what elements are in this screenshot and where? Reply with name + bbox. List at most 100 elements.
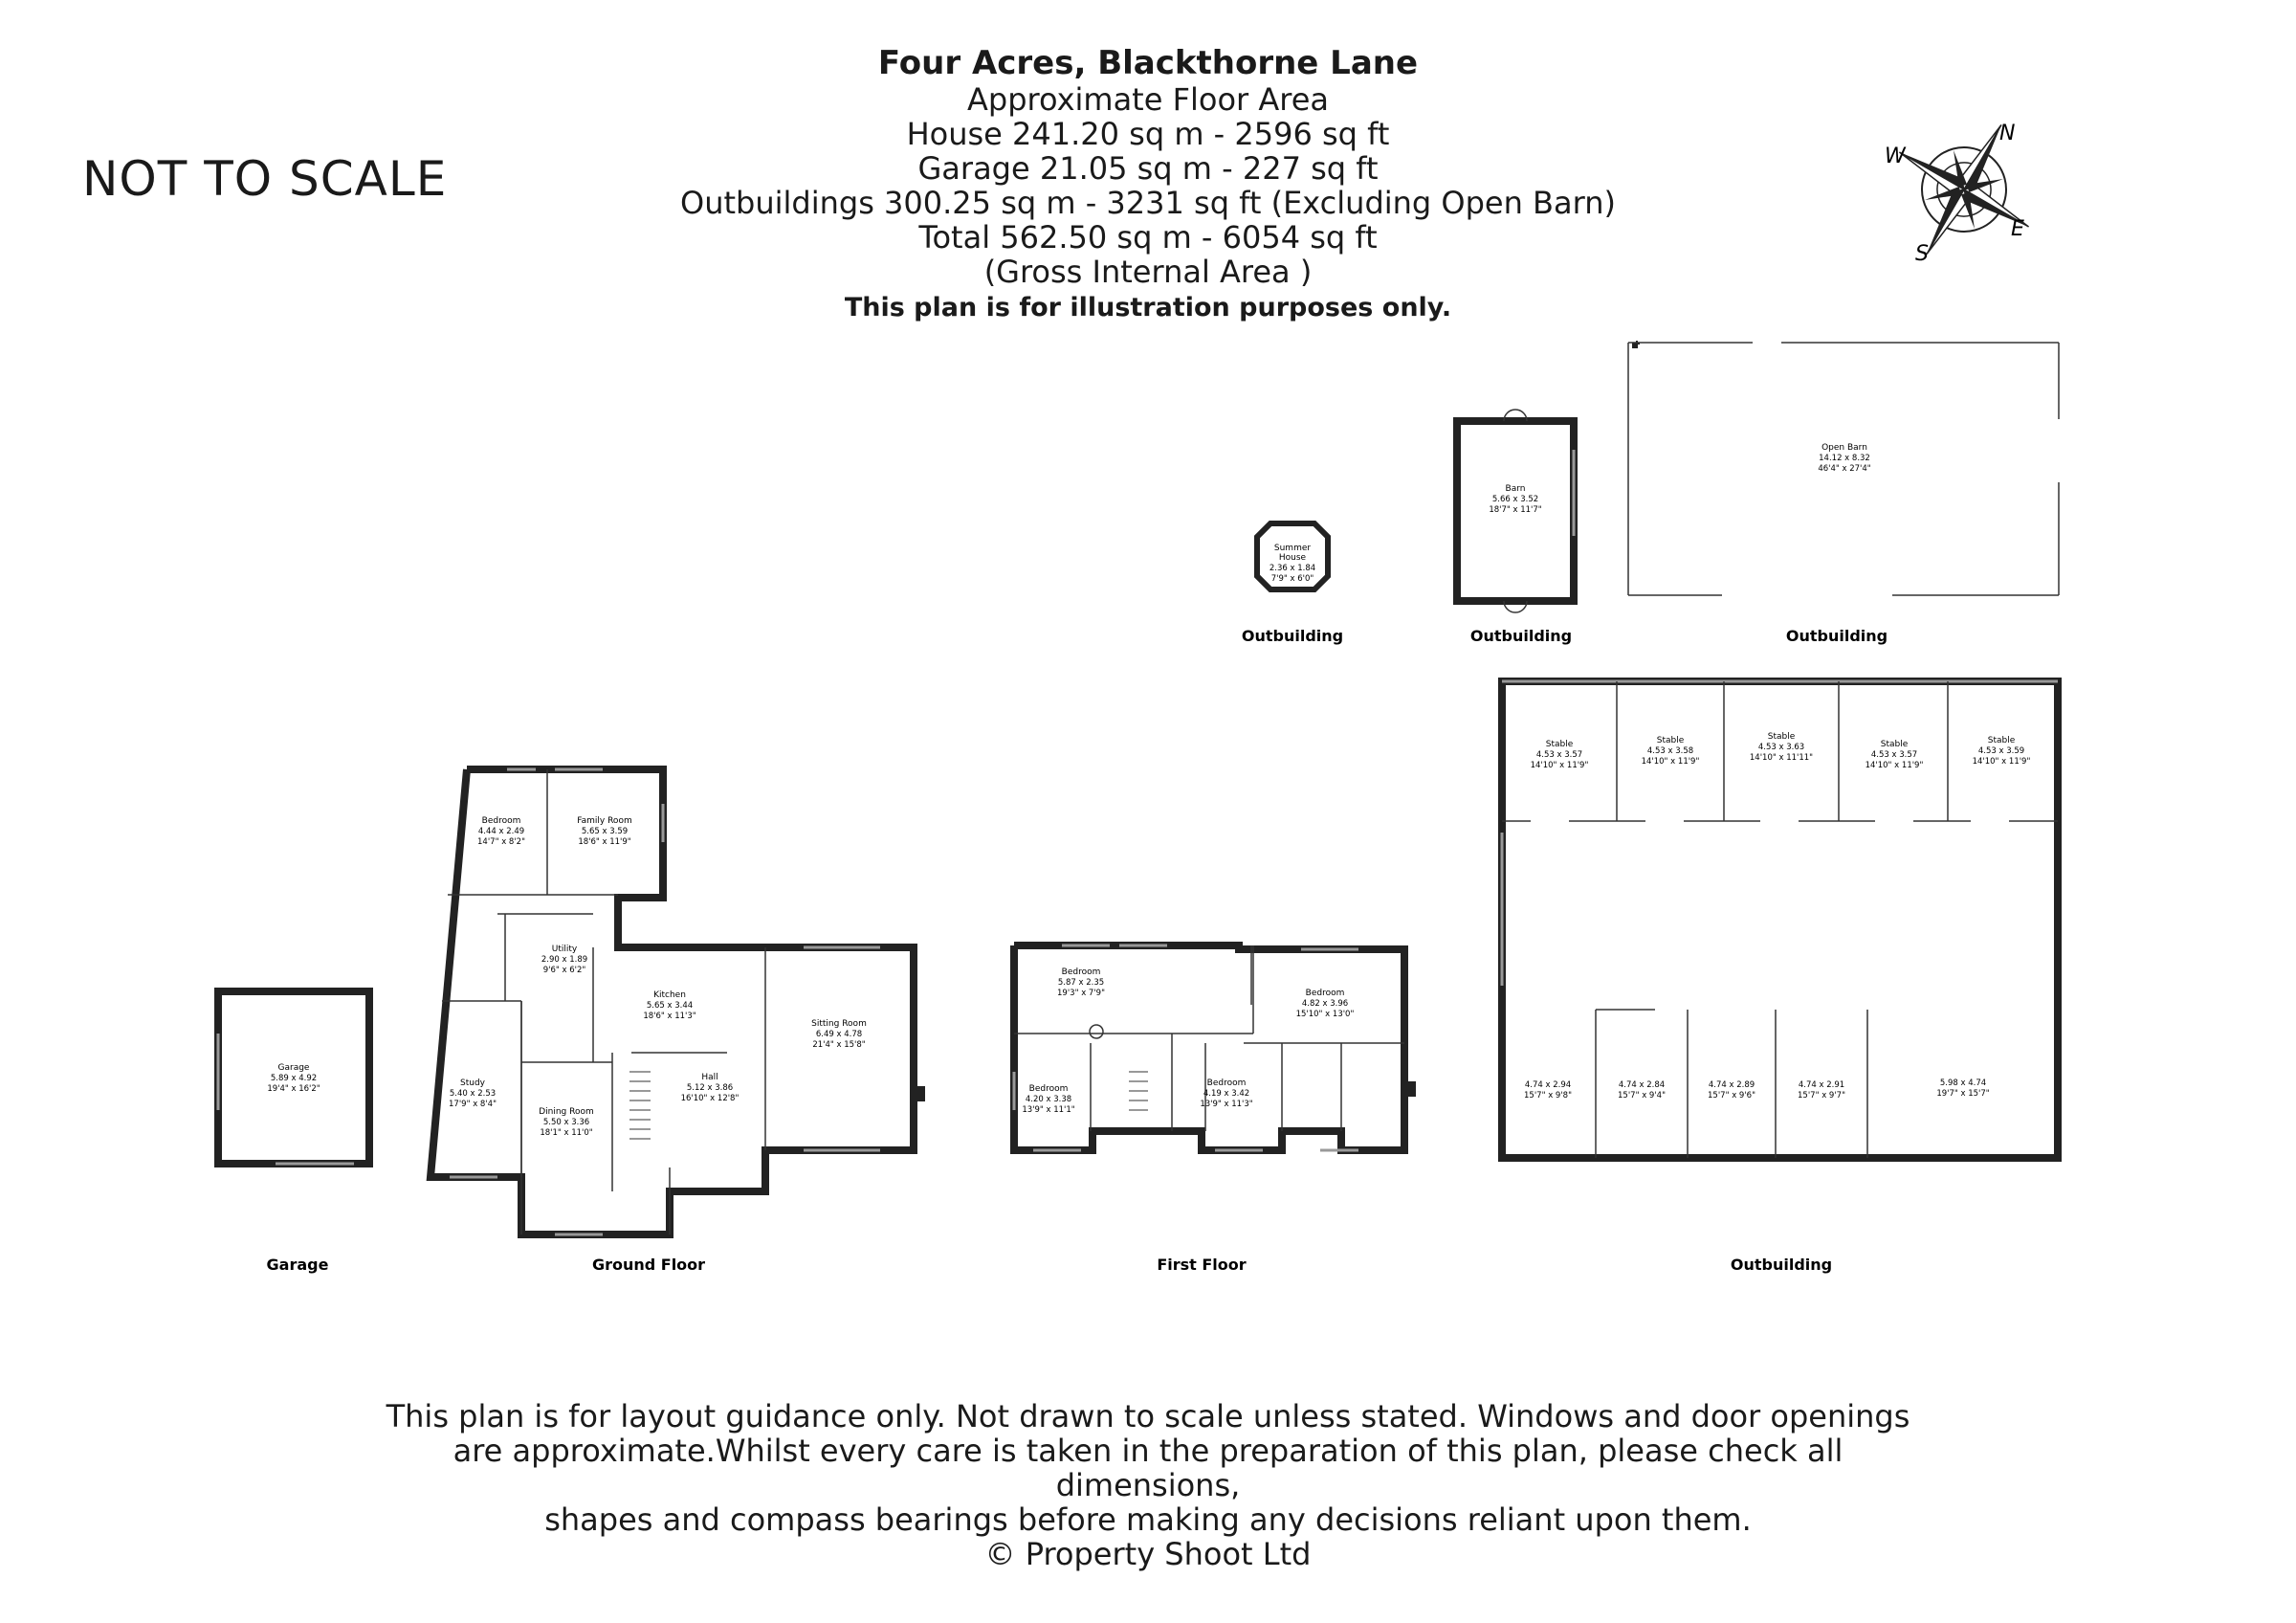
garage-label: Garage: [267, 1256, 329, 1274]
bay3-dim: 4.74 x 2.89: [1709, 1080, 1755, 1090]
dining-room-imp: 18'1" x 11'0": [540, 1128, 592, 1138]
ff-bedroom2-name: Bedroom: [1306, 989, 1345, 998]
gia-note: (Gross Internal Area ): [983, 254, 1313, 290]
stable3-name: Stable: [1768, 732, 1796, 742]
open-barn-name: Open Barn: [1821, 443, 1867, 453]
copyright: © Property Shoot Ltd: [984, 1536, 1312, 1572]
barn-imp: 18'7" x 11'7": [1489, 505, 1541, 515]
open-barn-imp: 46'4" x 27'4": [1818, 464, 1870, 474]
stable5-name: Stable: [1988, 736, 2016, 745]
first-floor-plan: Bedroom 5.87 x 2.35 19'3" x 7'9" Bedroom…: [1010, 942, 1416, 1154]
study-dim: 5.40 x 2.53: [450, 1089, 496, 1099]
not-to-scale-label: NOT TO SCALE: [82, 151, 448, 207]
stable1-name: Stable: [1546, 740, 1574, 749]
gf-bedroom-dim: 4.44 x 2.49: [478, 827, 524, 836]
bay2-imp: 15'7" x 9'4": [1618, 1091, 1666, 1101]
summer-house-plan: Summer House 2.36 x 1.84 7'9" x 6'0": [1254, 521, 1331, 592]
kitchen-dim: 5.65 x 3.44: [647, 1001, 693, 1011]
plan-disclaimer: This plan is for layout guidance only. N…: [383, 1399, 1913, 1571]
garage-plan: Garage 5.89 x 4.92 19'4" x 16'2": [214, 988, 373, 1167]
disclaimer-line-3: shapes and compass bearings before makin…: [544, 1501, 1752, 1538]
bay1-dim: 4.74 x 2.94: [1525, 1080, 1571, 1090]
utility-name: Utility: [552, 945, 578, 954]
summer-house-imp: 7'9" x 6'0": [1271, 574, 1314, 584]
compass-w: W: [1885, 145, 1907, 168]
garage-imp: 19'4" x 16'2": [267, 1084, 320, 1094]
house-area: House 241.20 sq m - 2596 sq ft: [906, 116, 1390, 152]
bay5-imp: 19'7" x 15'7": [1936, 1089, 1989, 1099]
stable3-dim: 4.53 x 3.63: [1758, 743, 1804, 752]
stable1-imp: 14'10" x 11'9": [1531, 761, 1589, 770]
bay4-dim: 4.74 x 2.91: [1799, 1080, 1844, 1090]
ff-bedroom1-dim: 5.87 x 2.35: [1058, 978, 1104, 988]
stable3-imp: 14'10" x 11'11": [1750, 753, 1813, 763]
barn-dim: 5.66 x 3.52: [1492, 495, 1538, 504]
ff-bedroom3-dim: 4.20 x 3.38: [1026, 1095, 1071, 1104]
area-heading: Approximate Floor Area: [967, 81, 1329, 118]
stables-plan: Stable 4.53 x 3.57 14'10" x 11'9" Stable…: [1498, 678, 2062, 1162]
summer-house-name2: House: [1279, 553, 1307, 563]
stable4-name: Stable: [1881, 740, 1909, 749]
ff-bedroom4-imp: 13'9" x 11'3": [1200, 1100, 1252, 1109]
sitting-room-imp: 21'4" x 15'8": [812, 1040, 865, 1050]
stable2-name: Stable: [1657, 736, 1685, 745]
family-room-dim: 5.65 x 3.59: [582, 827, 628, 836]
bay4-imp: 15'7" x 9'7": [1798, 1091, 1845, 1101]
summer-house-name: Summer: [1274, 544, 1311, 553]
compass-n: N: [1999, 122, 2015, 145]
first-floor-label: First Floor: [1157, 1256, 1246, 1274]
gf-bedroom-imp: 14'7" x 8'2": [477, 837, 525, 847]
sitting-room-name: Sitting Room: [811, 1019, 867, 1029]
dining-room-name: Dining Room: [539, 1107, 594, 1117]
hall-name: Hall: [701, 1073, 718, 1082]
stables-label: Outbuilding: [1731, 1256, 1832, 1274]
bay1-imp: 15'7" x 9'8": [1524, 1091, 1572, 1101]
stable4-imp: 14'10" x 11'9": [1866, 761, 1924, 770]
stable2-imp: 14'10" x 11'9": [1642, 757, 1700, 767]
plan-header: Four Acres, Blackthorne Lane Approximate…: [574, 44, 1722, 327]
stable5-dim: 4.53 x 3.59: [1978, 746, 2024, 756]
compass-rose-icon: [1898, 123, 2030, 256]
barn-name: Barn: [1506, 484, 1526, 494]
summer-house-label: Outbuilding: [1242, 627, 1343, 645]
stable5-imp: 14'10" x 11'9": [1973, 757, 2031, 767]
bay3-imp: 15'7" x 9'6": [1708, 1091, 1755, 1101]
disclaimer-line-2: are approximate.Whilst every care is tak…: [453, 1433, 1843, 1503]
compass-e: E: [2011, 217, 2024, 241]
dining-room-dim: 5.50 x 3.36: [543, 1118, 589, 1127]
ff-bedroom4-dim: 4.19 x 3.42: [1203, 1089, 1249, 1099]
stable2-dim: 4.53 x 3.58: [1647, 746, 1693, 756]
sitting-room-dim: 6.49 x 4.78: [816, 1030, 862, 1039]
hall-imp: 16'10" x 12'8": [681, 1094, 740, 1103]
garage-name: Garage: [278, 1063, 310, 1073]
study-imp: 17'9" x 8'4": [449, 1100, 497, 1109]
ff-bedroom2-dim: 4.82 x 3.96: [1302, 999, 1348, 1009]
barn-label: Outbuilding: [1470, 627, 1572, 645]
bay2-dim: 4.74 x 2.84: [1619, 1080, 1665, 1090]
garage-area: Garage 21.05 sq m - 227 sq ft: [917, 150, 1379, 187]
ff-bedroom3-imp: 13'9" x 11'1": [1022, 1105, 1074, 1115]
total-area: Total 562.50 sq m - 6054 sq ft: [918, 219, 1378, 256]
ff-bedroom3-name: Bedroom: [1029, 1084, 1069, 1094]
family-room-imp: 18'6" x 11'9": [578, 837, 630, 847]
property-title: Four Acres, Blackthorne Lane: [877, 44, 1419, 82]
garage-dim: 5.89 x 4.92: [271, 1074, 317, 1083]
ff-bedroom1-name: Bedroom: [1062, 967, 1101, 977]
bay5-dim: 5.98 x 4.74: [1940, 1078, 1986, 1088]
kitchen-name: Kitchen: [653, 990, 686, 1000]
illustration-note: This plan is for illustration purposes o…: [844, 293, 1452, 322]
kitchen-imp: 18'6" x 11'3": [643, 1012, 695, 1021]
barn-plan: Barn 5.66 x 3.52 18'7" x 11'7": [1453, 409, 1578, 613]
ff-bedroom2-imp: 15'10" x 13'0": [1296, 1010, 1355, 1019]
summer-house-dim: 2.36 x 1.84: [1269, 564, 1315, 573]
stable1-dim: 4.53 x 3.57: [1536, 750, 1582, 760]
utility-imp: 9'6" x 6'2": [543, 966, 586, 975]
ff-bedroom4-name: Bedroom: [1207, 1078, 1247, 1088]
family-room-name: Family Room: [577, 816, 631, 826]
study-name: Study: [460, 1078, 486, 1088]
open-barn-label: Outbuilding: [1786, 627, 1888, 645]
ground-floor-plan: Bedroom 4.44 x 2.49 14'7" x 8'2" Family …: [426, 766, 925, 1238]
compass-s: S: [1915, 242, 1929, 266]
gf-bedroom-name: Bedroom: [482, 816, 521, 826]
